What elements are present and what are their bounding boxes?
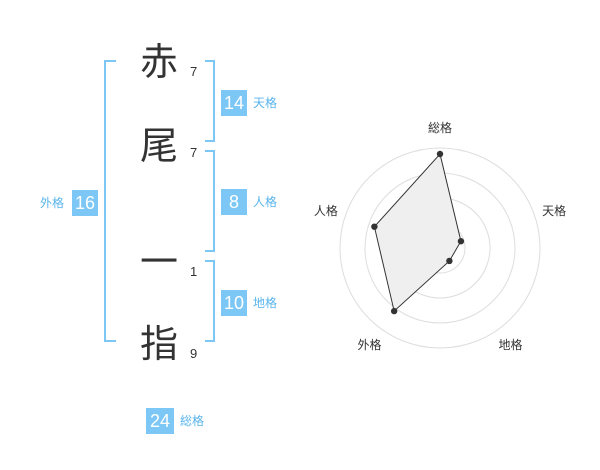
radar-ring-4 bbox=[339, 147, 541, 349]
stroke-count-4: 9 bbox=[190, 346, 198, 361]
radar-point-0 bbox=[436, 150, 444, 158]
radar-point-1 bbox=[457, 238, 465, 245]
chikaku-bracket bbox=[205, 260, 215, 342]
name-char-1: 赤 bbox=[139, 40, 178, 84]
radar-axis-label-0: 総格 bbox=[428, 120, 452, 135]
radar-axis-label-1: 天格 bbox=[542, 203, 566, 218]
radar-points bbox=[371, 150, 465, 315]
tenkaku-value: 14 bbox=[221, 90, 247, 116]
stroke-count-3: 1 bbox=[190, 264, 198, 279]
radar-axis-label-3: 外格 bbox=[357, 337, 381, 352]
radar-axis-label-2: 地格 bbox=[499, 337, 523, 352]
jinkaku-value: 8 bbox=[221, 189, 247, 215]
gaikaku-label: 外格 bbox=[40, 196, 65, 210]
tenkaku-bracket bbox=[205, 60, 215, 142]
gaikaku-value: 16 bbox=[72, 190, 98, 216]
radar-point-3 bbox=[390, 307, 398, 315]
radar-data-area bbox=[373, 152, 462, 313]
radar-point-2 bbox=[446, 257, 453, 265]
jinkaku-label: 人格 bbox=[253, 195, 278, 209]
jinkaku-bracket bbox=[205, 150, 215, 252]
soukaku-label: 総格 bbox=[180, 414, 205, 428]
radar-axis-label-4: 人格 bbox=[314, 203, 338, 218]
radar-point-4 bbox=[371, 223, 378, 230]
soukaku-value: 24 bbox=[146, 408, 174, 434]
stroke-count-2: 7 bbox=[190, 145, 198, 160]
name-char-4: 指 bbox=[139, 322, 178, 366]
chikaku-value: 10 bbox=[221, 290, 247, 316]
tenkaku-label: 天格 bbox=[253, 96, 278, 110]
chikaku-label: 地格 bbox=[253, 296, 278, 310]
name-char-2: 尾 bbox=[139, 124, 178, 168]
name-char-3: 一 bbox=[139, 240, 178, 284]
gaikaku-bracket bbox=[104, 60, 116, 342]
stroke-count-1: 7 bbox=[190, 64, 198, 79]
